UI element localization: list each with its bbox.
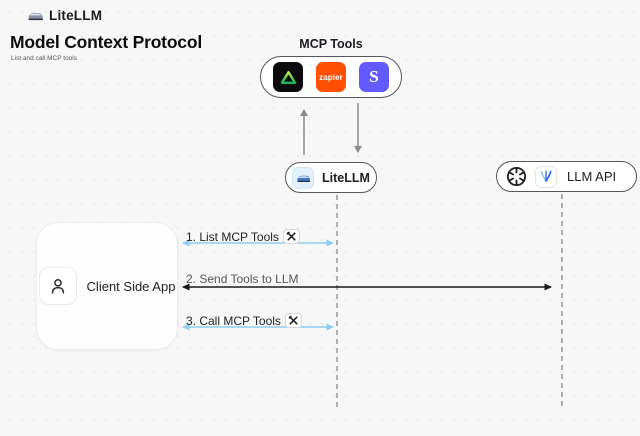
client-node-label: Client Side App <box>86 278 176 294</box>
step-1-label: 1. List MCP Tools <box>186 229 279 244</box>
litellm-badge <box>292 166 314 189</box>
train-icon <box>296 175 310 182</box>
tools-icon <box>288 315 298 325</box>
litellm-node: LiteLLM <box>285 162 377 193</box>
mcp-tool-stripe: S <box>359 62 389 92</box>
llm-provider-badge <box>535 165 557 188</box>
green-triangle-icon <box>280 70 296 84</box>
brand: LiteLLM <box>27 8 102 23</box>
step-2-label: 2. Send Tools to LLM <box>186 272 299 286</box>
step-1-label-group: 1. List MCP Tools <box>186 229 300 244</box>
llm-api-node: LLM API <box>496 161 637 192</box>
client-side-app-node: Client Side App <box>36 222 178 350</box>
client-icon-frame <box>38 267 77 305</box>
mcp-tools-node: zapier S <box>260 56 402 98</box>
page-title: Model Context Protocol <box>10 32 202 52</box>
tools-chip <box>282 229 300 244</box>
mcp-tool-zapier: zapier <box>316 62 346 92</box>
train-icon <box>28 13 43 21</box>
tools-chip <box>284 313 302 328</box>
person-icon <box>51 278 64 294</box>
stripe-logo: S <box>369 67 379 86</box>
zapier-logo: zapier <box>319 72 343 82</box>
openai-icon <box>506 166 527 187</box>
step-2-label-group: 2. Send Tools to LLM <box>186 272 299 286</box>
llm-provider-icon <box>540 170 552 182</box>
tools-icon <box>286 231 296 241</box>
litellm-node-label: LiteLLM <box>322 170 370 185</box>
brand-name: LiteLLM <box>49 8 103 23</box>
mcp-tool-triangle <box>273 62 303 92</box>
page-subtitle: List and call MCP tools <box>11 55 77 62</box>
mcp-tools-label: MCP Tools <box>299 37 363 51</box>
step-3-label: 3. Call MCP Tools <box>186 313 281 328</box>
step-3-label-group: 3. Call MCP Tools <box>186 313 302 328</box>
llm-api-node-label: LLM API <box>567 169 617 184</box>
